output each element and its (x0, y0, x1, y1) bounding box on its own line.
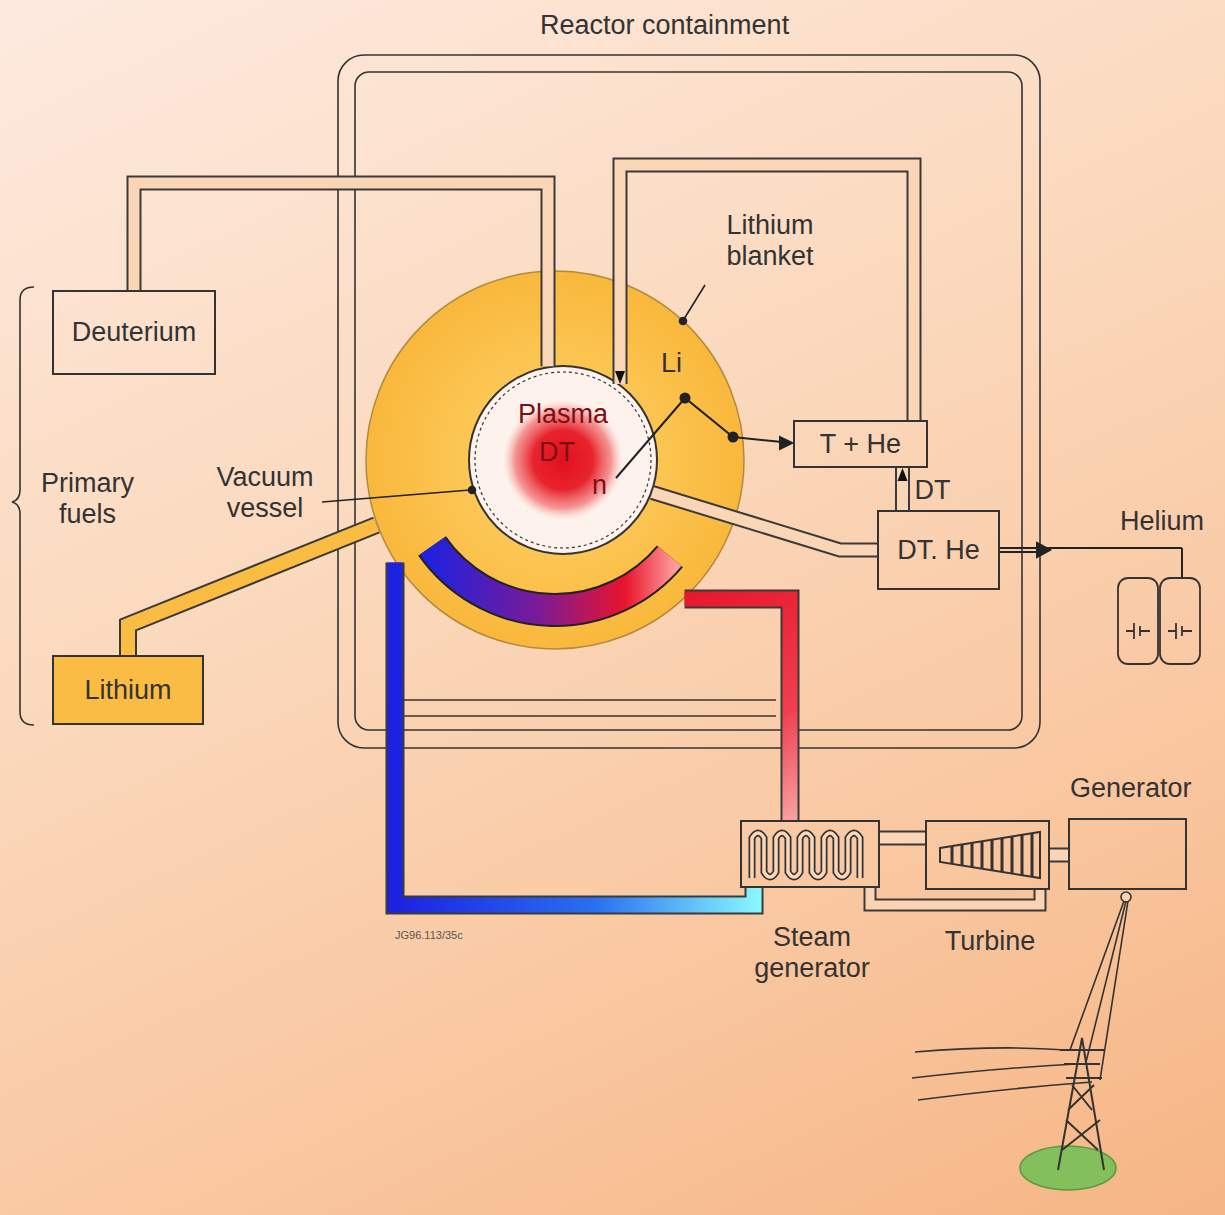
part-label: Li (661, 348, 682, 379)
node-label: DT (462, 437, 652, 468)
node-label: Lithium (84, 675, 171, 706)
neutron-path (729, 433, 738, 442)
pipe-connector (395, 563, 754, 906)
node-label: T + He (820, 429, 901, 460)
part-label: Vacuum vessel (190, 462, 340, 524)
coolant-channel (432, 546, 670, 610)
node-label: Turbine (915, 926, 1065, 957)
edge-label: DT (915, 475, 951, 506)
part-label: Primary fuels (25, 468, 150, 530)
pipe-bore (128, 525, 377, 655)
pipe-connector (898, 468, 908, 510)
coolant-channel (432, 546, 670, 610)
primary-fuels-brace (12, 287, 34, 725)
pipe-bore (685, 599, 790, 820)
leader-line (322, 285, 705, 502)
pipe-wall (880, 831, 925, 846)
turbine-rotor (940, 832, 1040, 878)
plasma-vessel: PlasmaDT (468, 365, 658, 555)
helium-cylinders (1160, 578, 1200, 664)
fuel-tank-box: Lithium (52, 655, 204, 725)
pipe-bore (880, 833, 925, 844)
node-label: DT. He (897, 535, 980, 566)
helium-cylinders (1126, 623, 1192, 639)
leader-line (680, 318, 687, 325)
separator-box: DT. He (877, 510, 1000, 590)
pipe-bore (620, 165, 914, 420)
pipe-connector (685, 599, 790, 820)
neutron-path (780, 437, 792, 449)
pipe-wall (395, 563, 754, 906)
condensate-pipe (870, 888, 1040, 905)
helium-line (1000, 551, 1040, 553)
pipe-wall (685, 599, 790, 820)
containment-wall (355, 72, 1022, 730)
arrow-head (898, 468, 908, 481)
neutron-path (616, 394, 792, 479)
node-label: Deuterium (72, 317, 197, 348)
pipe-wall (895, 468, 910, 510)
pipe-connector (880, 838, 925, 839)
pipe-wall (652, 493, 877, 551)
steam-coil (752, 833, 860, 878)
separator-box: T + He (793, 420, 928, 468)
node-label: Generator (1070, 773, 1185, 804)
node-label: Lithium blanket (700, 210, 840, 272)
leader-line (469, 487, 476, 494)
helium-line (1037, 543, 1050, 557)
pipe-connector (652, 493, 877, 551)
helium-line (1000, 543, 1182, 578)
condensate-pipe (870, 888, 1040, 905)
pipe-connector (1050, 855, 1068, 856)
pipe-bore (897, 468, 908, 510)
part-label: Helium (1120, 506, 1204, 537)
pipe-bore (652, 493, 877, 551)
power-lines (912, 901, 1128, 1100)
lithium-blanket: Lithium blanketPlasmaDT (365, 270, 745, 650)
leader-line (322, 490, 470, 502)
helium-cylinders (1118, 578, 1158, 664)
helium-cylinders (1118, 578, 1200, 664)
steam-coil (752, 833, 860, 878)
helium-line (1181, 548, 1183, 578)
generator-terminal (1121, 892, 1131, 902)
blanket-ring (366, 271, 744, 649)
pylon (1058, 1038, 1104, 1170)
containment-wall (338, 55, 1040, 748)
part-label: n (592, 470, 607, 501)
pipe-bore (395, 563, 754, 906)
arrow-head (615, 371, 625, 384)
diagram-title: Reactor containment (540, 10, 789, 41)
helium-line (1000, 547, 1182, 549)
neutron-path (616, 398, 782, 478)
turbine-rotor (952, 834, 1032, 876)
node-label: Steam generator (737, 922, 887, 984)
steam-generator-box: Steam generator (740, 820, 880, 888)
power-lines (912, 1048, 1092, 1100)
pipe-wall (1050, 848, 1068, 863)
pipe-connector (128, 525, 377, 655)
pylon (1058, 1038, 1104, 1170)
containment-wall (395, 699, 776, 701)
generator-box: Generator (1068, 818, 1187, 890)
node-label: Plasma (468, 399, 658, 430)
containment-wall (395, 715, 776, 717)
drawing-code: JG96.113/35c (395, 928, 463, 942)
steam-coil (752, 833, 860, 878)
pipe-connector (615, 165, 914, 420)
leader-line (684, 285, 705, 319)
fuel-tank-box: Deuterium (52, 290, 216, 375)
containment-wall (338, 55, 1040, 748)
condensate-pipe (870, 888, 1040, 905)
neutron-path (681, 394, 690, 403)
pipe-wall (128, 525, 377, 655)
turbine-box: Turbine (925, 820, 1050, 890)
pipe-bore (1050, 850, 1068, 861)
turbine-rotor (940, 832, 1040, 878)
pipe-wall (620, 165, 914, 420)
